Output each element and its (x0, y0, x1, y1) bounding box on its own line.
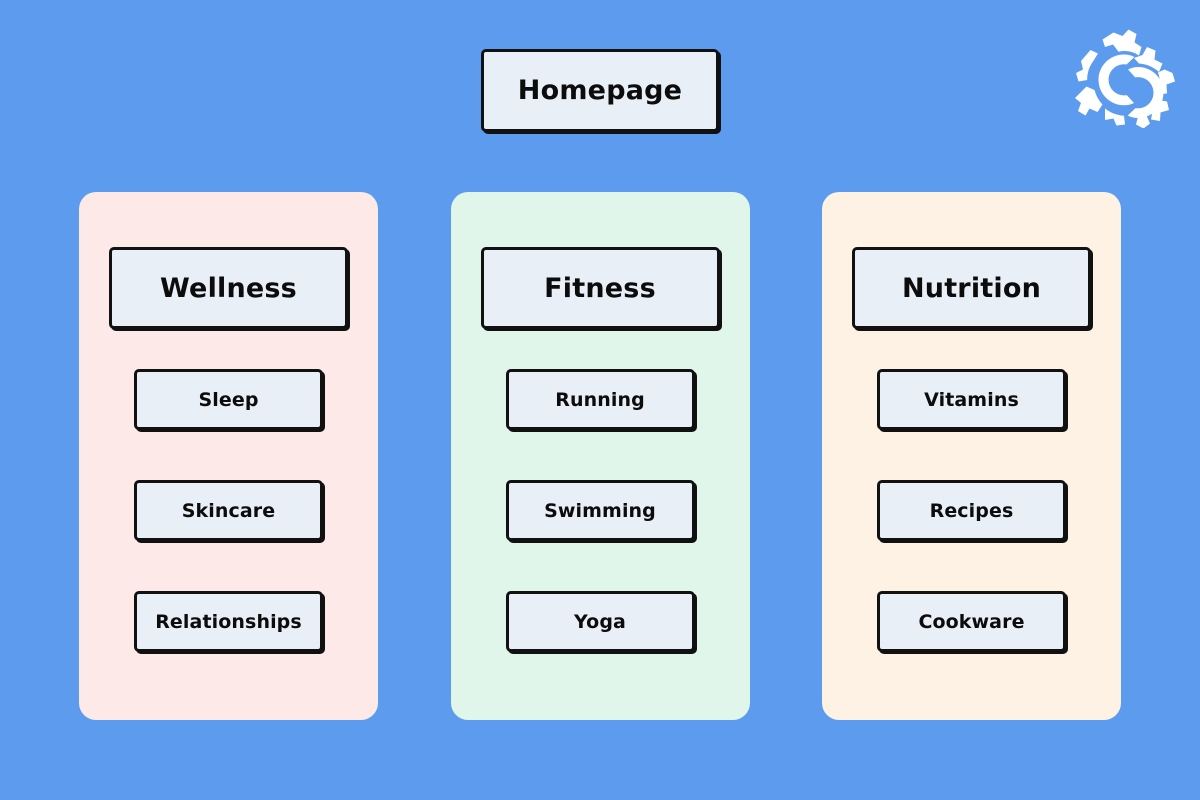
columns-container: Wellness Sleep Skincare Relationships Fi… (79, 192, 1121, 720)
column-wellness: Wellness Sleep Skincare Relationships (79, 192, 378, 720)
category-node-wellness[interactable]: Wellness (109, 247, 348, 329)
child-node-vitamins[interactable]: Vitamins (877, 369, 1066, 430)
child-node-label: Running (555, 388, 645, 411)
child-node-yoga[interactable]: Yoga (505, 591, 695, 652)
child-node-cookware[interactable]: Cookware (877, 591, 1066, 652)
child-node-relationships[interactable]: Relationships (134, 591, 323, 652)
child-node-label: Sleep (198, 388, 259, 411)
child-node-sleep[interactable]: Sleep (134, 369, 323, 430)
child-node-label: Swimming (544, 499, 656, 522)
child-node-label: Recipes (929, 499, 1014, 522)
child-node-label: Yoga (574, 610, 626, 633)
root-node-homepage[interactable]: Homepage (481, 49, 719, 132)
column-nutrition: Nutrition Vitamins Recipes Cookware (822, 192, 1121, 720)
double-gear-icon (1075, 29, 1175, 129)
column-fitness: Fitness Running Swimming Yoga (450, 192, 750, 720)
child-node-recipes[interactable]: Recipes (877, 480, 1066, 541)
category-label: Nutrition (901, 272, 1042, 304)
child-node-label: Relationships (155, 610, 302, 633)
child-node-running[interactable]: Running (505, 369, 695, 430)
child-node-label: Vitamins (924, 388, 1019, 411)
root-node-label: Homepage (517, 75, 683, 106)
child-node-label: Cookware (918, 610, 1025, 633)
child-node-skincare[interactable]: Skincare (134, 480, 323, 541)
category-node-fitness[interactable]: Fitness (480, 247, 720, 329)
category-label: Fitness (544, 272, 656, 304)
category-label: Wellness (160, 272, 297, 304)
app-logo (1072, 28, 1178, 129)
child-node-label: Skincare (181, 499, 276, 522)
child-node-swimming[interactable]: Swimming (505, 480, 695, 541)
category-node-nutrition[interactable]: Nutrition (852, 247, 1091, 329)
